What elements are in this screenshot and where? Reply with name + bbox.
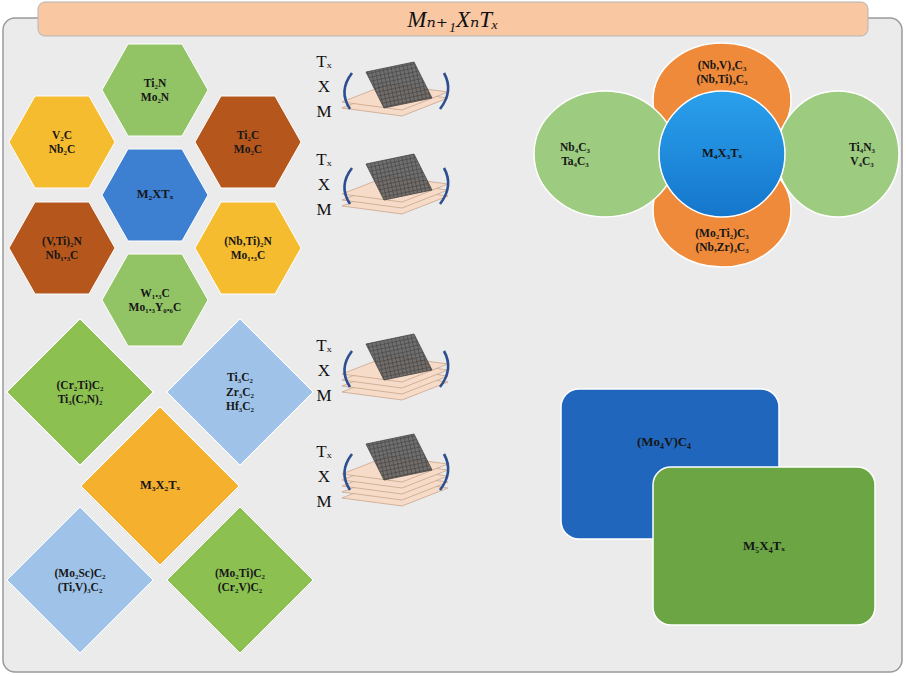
formula-hexagon: M₂XTₓ [101, 148, 209, 242]
layer-label: Tₓ [316, 442, 331, 462]
formula-circle-outline [533, 90, 677, 218]
formula-text-group: M₂XTₓ [137, 187, 174, 203]
formula-text: M₃X₂Tₓ [140, 478, 180, 494]
layer-label: M [316, 492, 331, 512]
formula-text-group: Nb₄C₃Ta₄C₃ [560, 140, 590, 169]
formula-text: Ti₂N [144, 76, 166, 90]
formula-text-group: (Mo₂Ti)C₂(Cr₂V)C₂ [215, 566, 265, 595]
formula-text: (Mo₂Sc)C₂ [55, 566, 106, 580]
formula-hexagon-outline [8, 95, 116, 189]
formula-text-group: (Nb,V)₄C₃(Nb,Ti)₄C₃ [696, 58, 747, 87]
formula-diamond-outline [6, 506, 154, 654]
formula-hexagon: W₁.₃CMo₁.₃Y₀.₆C [101, 253, 209, 347]
formula-hexagon: Ti₂CMo₂C [194, 95, 302, 189]
formula-text: Nb₁.₃C [46, 248, 79, 262]
formula-circle: M₄X₃Tₓ [658, 90, 786, 218]
formula-text: M₅X₄Tₓ [743, 538, 785, 554]
formula-diamond: (Mo₂Sc)C₂(Ti,V)₃C₂ [6, 506, 154, 654]
formula-box: M₅X₄Tₓ [652, 466, 876, 626]
formula-text: Nb₂C [49, 142, 75, 156]
formula-diamond-outline [166, 506, 314, 654]
formula-text: Mo₂C [234, 142, 262, 156]
formula-text: Mo₁.₃C [231, 248, 266, 262]
formula-text-group: (Mo₄V)C₄ [637, 434, 691, 450]
layer-label: Tₓ [316, 336, 331, 356]
formula-text: Ti₂C [237, 128, 259, 142]
formula-text: Hf₃C₂ [226, 399, 254, 413]
formula-text: (Ti,V)₃C₂ [58, 580, 103, 594]
formula-text-group: (Mo₂Sc)C₂(Ti,V)₃C₂ [55, 566, 106, 595]
formula-hexagon: V₂CNb₂C [8, 95, 116, 189]
formula-text-group: Ti₄N₃V₄C₃ [849, 140, 875, 169]
formula-text: Ti₄N₃ [849, 140, 875, 154]
formula-circle: Ti₄N₃V₄C₃ [776, 90, 900, 218]
formula-text: M₄X₃Tₓ [702, 146, 742, 162]
formula-text-group: Ti₃C₂Zr₃C₂Hf₃C₂ [226, 370, 254, 413]
formula-text: (V,Ti)₂N [42, 234, 82, 248]
formula-text-group: M₅X₄Tₓ [743, 538, 785, 554]
formula-text: Mo₂N [141, 90, 169, 104]
formula-text: Ti₃C₂ [227, 370, 253, 384]
formula-hexagon-outline [101, 253, 209, 347]
formula-text-group: Ti₂CMo₂C [234, 128, 262, 157]
formula-hexagon-outline [101, 43, 209, 137]
formula-hexagon: (V,Ti)₂NNb₁.₃C [8, 201, 116, 295]
formula-text-group: M₄X₃Tₓ [702, 146, 742, 162]
formula-text: Mo₁.₃Y₀.₆C [129, 300, 182, 314]
formula-text-group: M₃X₂Tₓ [140, 478, 180, 494]
formula-hexagon: Ti₂NMo₂N [101, 43, 209, 137]
layer-label: M [316, 200, 331, 220]
formula-text: Zr₃C₂ [226, 385, 254, 399]
formula-text: (Mo₂Ti₂)C₃ [695, 226, 749, 240]
formula-text: Ta₄C₃ [561, 154, 589, 168]
formula-diamond: (Mo₂Ti)C₂(Cr₂V)C₂ [166, 506, 314, 654]
formula-text: (Nb,Ti)₄C₃ [696, 72, 747, 86]
formula-text-group: Ti₂NMo₂N [141, 76, 169, 105]
layer-label: X [318, 175, 330, 195]
formula-text: (Nb,Zr)₄C₃ [695, 240, 748, 254]
formula-text: M₂XTₓ [137, 187, 174, 203]
formula-text: (Mo₄V)C₄ [637, 434, 691, 450]
formula-text: (Mo₂Ti)C₂ [215, 566, 265, 580]
formula-circle-outline [776, 90, 900, 218]
layer-label: X [318, 77, 330, 97]
layer-label: Tₓ [316, 150, 331, 170]
formula-text: (Cr₂V)C₂ [218, 580, 263, 594]
formula-text: (Nb,Ti)₂N [224, 234, 272, 248]
formula-circle: Nb₄C₃Ta₄C₃ [533, 90, 677, 218]
formula-text: V₂C [52, 128, 72, 142]
formula-text: (Cr₂Ti)C₂ [57, 378, 104, 392]
formula-text-group: (Cr₂Ti)C₂Ti₃(C,N)₂ [57, 378, 104, 407]
formula-text: V₄C₃ [850, 154, 874, 168]
formula-text-group: V₂CNb₂C [49, 128, 75, 157]
formula-hexagon: (Nb,Ti)₂NMo₁.₃C [194, 201, 302, 295]
formula-text: Nb₄C₃ [560, 140, 590, 154]
layer-label: M [316, 102, 331, 122]
formula-hexagon-outline [194, 201, 302, 295]
formula-text: (Nb,V)₄C₃ [698, 58, 747, 72]
layer-stack-illustration [342, 62, 448, 506]
layer-label: X [318, 467, 330, 487]
layer-label: M [316, 386, 331, 406]
formula-text: W₁.₃C [140, 286, 170, 300]
layer-label: Tₓ [316, 52, 331, 72]
diagram-title: Mₙ₊₁XₙTₓ [38, 2, 868, 36]
formula-hexagon-outline [8, 201, 116, 295]
formula-hexagon-outline [194, 95, 302, 189]
formula-text-group: W₁.₃CMo₁.₃Y₀.₆C [129, 286, 182, 315]
formula-text-group: (Mo₂Ti₂)C₃(Nb,Zr)₄C₃ [695, 226, 749, 255]
formula-text-group: (V,Ti)₂NNb₁.₃C [42, 234, 82, 263]
formula-text: Ti₃(C,N)₂ [58, 392, 103, 406]
layer-label: X [318, 361, 330, 381]
formula-text-group: (Nb,Ti)₂NMo₁.₃C [224, 234, 272, 263]
